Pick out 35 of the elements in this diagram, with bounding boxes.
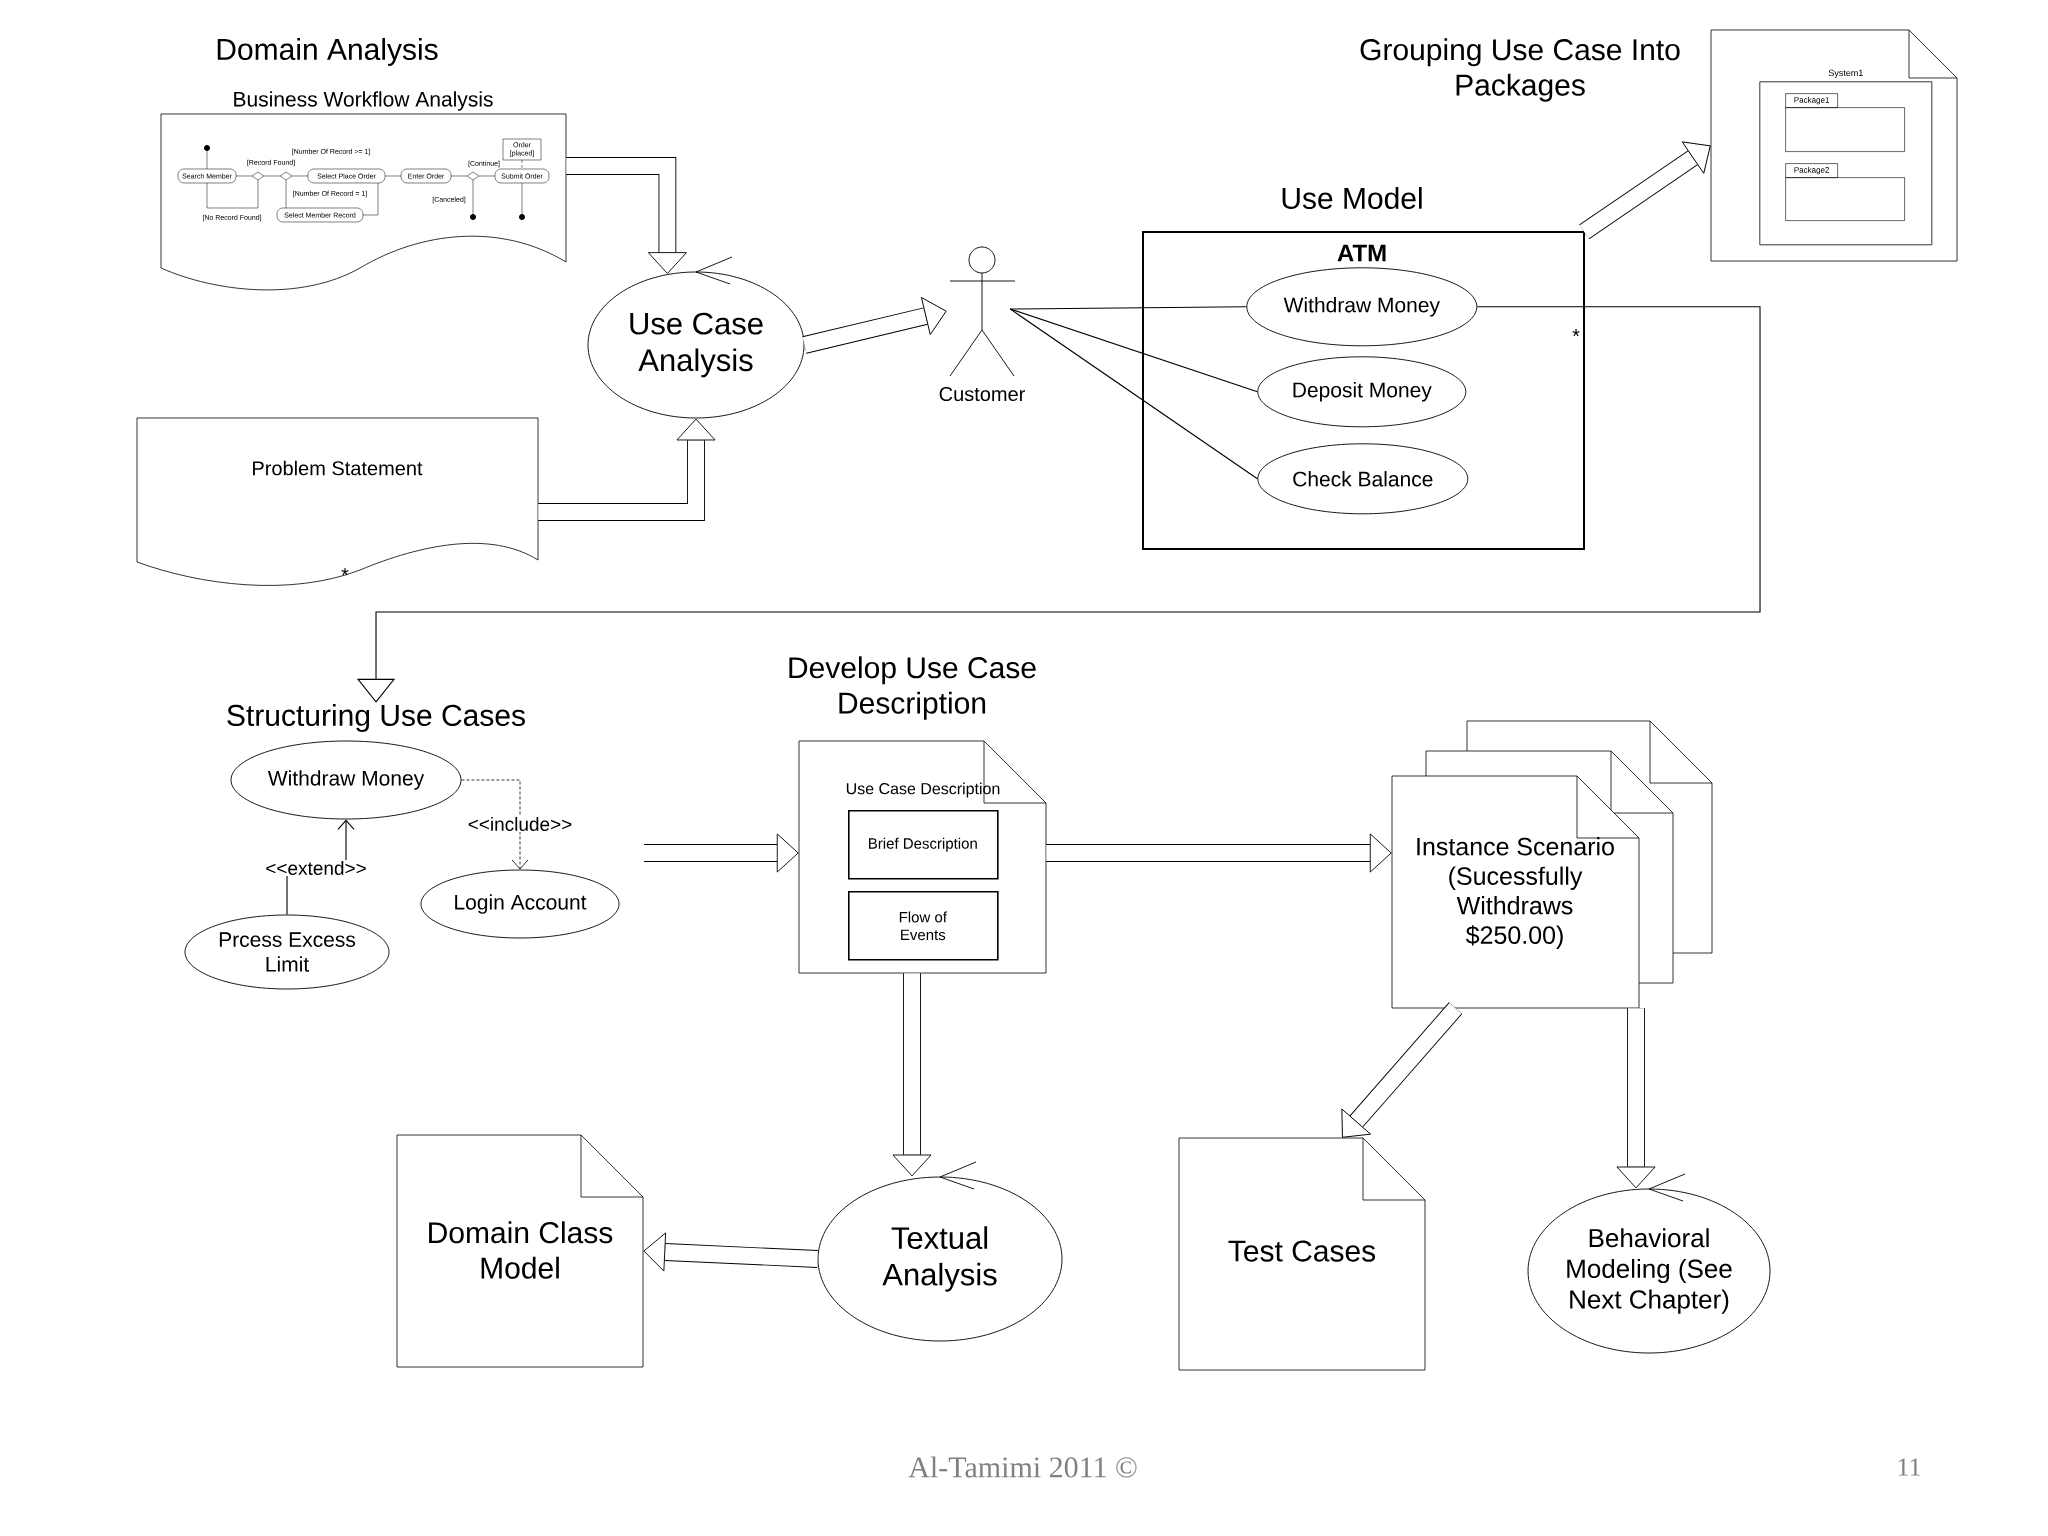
block-arrow (1341, 1002, 1463, 1138)
block-arrow (892, 973, 932, 1177)
block-arrow (566, 157, 687, 274)
actor-name: Customer (939, 386, 1025, 402)
package-box: Package2 (1785, 163, 1905, 221)
footer-text: Al-Tamimi 2011 © (908, 1456, 1137, 1478)
package-box: Package1 (1785, 93, 1905, 152)
block-arrow (538, 418, 716, 521)
association-line (1009, 306, 1247, 310)
include-arrow (461, 779, 529, 870)
section-heading: Structuring Use Cases (227, 704, 525, 732)
document-stack: Instance Scenario (Sucessfully Withdraws $250.00) (1391, 720, 1713, 1009)
block-arrow (802, 297, 947, 354)
association-line (1009, 308, 1258, 393)
block-arrow (1046, 833, 1392, 873)
node-label: System1 (1828, 69, 1863, 78)
section-box: Brief Description (848, 810, 999, 880)
section-box: Flow of Events (848, 891, 999, 961)
edge-label: <<include>> (466, 816, 574, 832)
section-heading: Grouping Use Case Into Packages (1360, 38, 1680, 102)
block-arrow (643, 1232, 818, 1272)
multiplicity-mark: * (341, 568, 349, 576)
association-line (1009, 308, 1258, 480)
node-label: Package1 (1794, 96, 1830, 105)
block-arrow (1616, 1008, 1656, 1189)
edge-label: * (1571, 328, 1581, 344)
section-heading: Develop Use Case Description (789, 656, 1036, 720)
section-heading: Domain Analysis (217, 38, 438, 66)
block-arrow (644, 833, 799, 873)
section-heading: Use Model (1282, 187, 1422, 209)
page-number: 11 (1898, 1458, 1920, 1476)
node-label: Package2 (1794, 166, 1829, 175)
edge-label: <<extend>> (264, 860, 368, 876)
block-arrow (1579, 141, 1711, 240)
section-heading: Business Workflow Analysis (234, 91, 493, 111)
